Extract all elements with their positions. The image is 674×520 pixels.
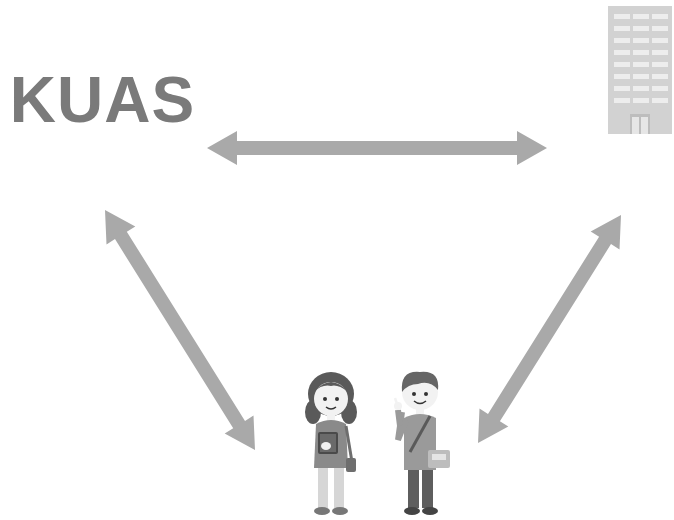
logo-text: KUAS <box>10 68 195 132</box>
student-girl <box>305 372 357 515</box>
building-icon <box>608 6 672 134</box>
students-node <box>298 362 462 520</box>
logo-node: KUAS <box>0 60 205 140</box>
double-arrow <box>105 210 255 450</box>
building-node <box>604 4 672 138</box>
double-arrow <box>207 131 547 165</box>
double-arrow <box>478 215 621 443</box>
student-boy <box>394 372 450 515</box>
